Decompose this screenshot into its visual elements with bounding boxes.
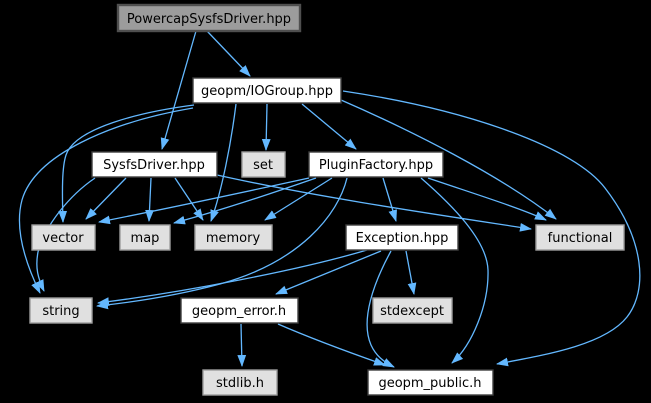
edge-pluginfactory-to-functional: [427, 177, 547, 221]
edge-pluginfactory-to-memory: [264, 177, 333, 221]
node-string-label: string: [42, 304, 79, 319]
edge-sysfsdriver-to-functional: [216, 174, 532, 232]
node-geopm-iogroup-label: geopm/IOGroup.hpp: [201, 84, 333, 99]
node-plugin-factory[interactable]: PluginFactory.hpp: [308, 151, 444, 178]
edge-sysfsdriver-to-map: [145, 177, 154, 222]
node-memory-label: memory: [206, 231, 261, 246]
node-vector-label: vector: [42, 231, 84, 246]
node-functional: functional: [535, 224, 625, 251]
edge-iogroup-to-geopm-public: [342, 90, 641, 367]
node-powercap-sysfs-driver: PowercapSysfsDriver.hpp: [116, 3, 302, 33]
node-sysfs-driver[interactable]: SysfsDriver.hpp: [91, 151, 218, 178]
edge-exception-to-stdexcept: [405, 250, 417, 295]
node-map-label: map: [131, 231, 160, 246]
edge-geopm-error-to-geopm-public: [277, 323, 386, 366]
edge-iogroup-to-memory: [210, 103, 237, 222]
node-stdlib: stdlib.h: [202, 369, 278, 396]
edge-powercap-to-iogroup: [206, 30, 251, 77]
node-map: map: [119, 224, 171, 251]
edge-geopm-error-to-stdlib: [237, 323, 247, 367]
node-exception-label: Exception.hpp: [356, 231, 449, 246]
edge-exception-to-string: [97, 249, 368, 306]
node-stdexcept: stdexcept: [372, 297, 453, 324]
node-geopm-public-label: geopm_public.h: [378, 376, 481, 391]
node-set-label: set: [253, 158, 273, 173]
edge-pluginfactory-to-geopm-public: [420, 177, 489, 364]
node-exception[interactable]: Exception.hpp: [345, 224, 459, 251]
node-set: set: [241, 151, 286, 178]
edge-exception-to-geopm-error: [275, 250, 382, 295]
edge-iogroup-to-string: [18, 107, 194, 294]
edge-pluginfactory-to-exception: [382, 177, 397, 222]
node-stdlib-label: stdlib.h: [216, 376, 264, 391]
node-geopm-public[interactable]: geopm_public.h: [367, 369, 494, 396]
edge-sysfsdriver-to-string: [35, 177, 96, 292]
node-sysfs-driver-label: SysfsDriver.hpp: [103, 158, 205, 173]
edges: [18, 30, 641, 368]
nodes: PowercapSysfsDriver.hpp geopm/IOGroup.hp…: [29, 3, 625, 396]
node-memory: memory: [194, 224, 273, 251]
node-geopm-iogroup[interactable]: geopm/IOGroup.hpp: [192, 77, 342, 104]
node-stdexcept-label: stdexcept: [380, 304, 444, 319]
node-string: string: [29, 297, 93, 324]
node-geopm-error[interactable]: geopm_error.h: [180, 297, 299, 324]
edge-pluginfactory-to-map: [173, 177, 317, 225]
edge-iogroup-to-pluginfactory: [301, 103, 357, 150]
edge-iogroup-to-set: [261, 103, 271, 151]
edge-iogroup-to-functional: [340, 99, 557, 220]
node-powercap-sysfs-driver-label: PowercapSysfsDriver.hpp: [127, 12, 291, 27]
node-vector: vector: [31, 224, 96, 251]
node-functional-label: functional: [548, 231, 613, 246]
edge-pluginfactory-to-vector: [98, 177, 310, 225]
edge-sysfsdriver-to-vector: [85, 177, 127, 220]
node-geopm-error-label: geopm_error.h: [192, 304, 286, 319]
node-plugin-factory-label: PluginFactory.hpp: [319, 158, 433, 173]
edge-powercap-to-sysfsdriver: [160, 30, 197, 150]
edge-sysfsdriver-to-memory: [174, 177, 204, 221]
